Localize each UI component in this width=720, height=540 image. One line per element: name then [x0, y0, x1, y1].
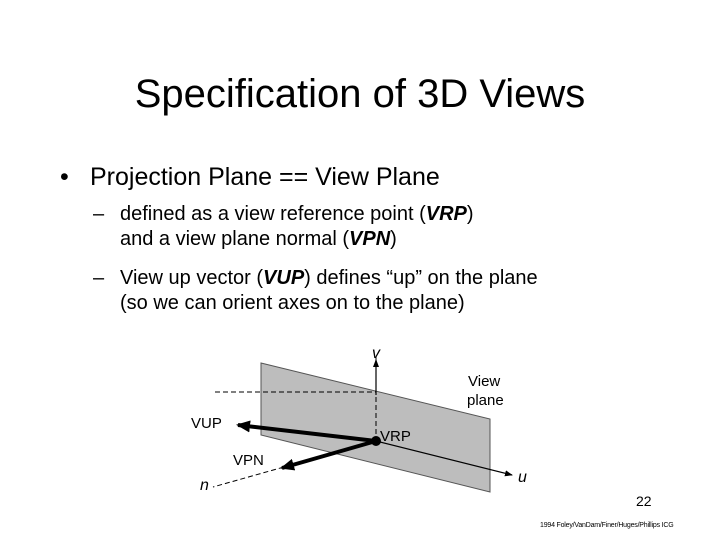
- vrp-point: [371, 436, 381, 446]
- u-axis-line: [375, 440, 513, 477]
- bullet-item: • Projection Plane == View Plane: [60, 160, 440, 194]
- label-plane: plane: [467, 392, 504, 409]
- sub1-line2: and a view plane normal (VPN): [93, 227, 474, 252]
- page-number: 22: [636, 493, 652, 509]
- label-vup: VUP: [191, 415, 222, 432]
- slide-title: Specification of 3D Views: [134, 72, 586, 116]
- sub1-line2-a: and a view plane normal (: [120, 228, 350, 250]
- sub1-text-b: ): [466, 203, 474, 225]
- credit-line: 1994 Foley/VanDam/Finer/Huges/Phillips I…: [540, 522, 674, 529]
- bullet-dot: •: [60, 163, 69, 191]
- sub-bullet-vup: –View up vector (VUP) defines “up” on th…: [93, 266, 538, 316]
- label-n: n: [200, 477, 209, 494]
- sub-bullet-dash: –: [93, 267, 105, 289]
- sub1-vpn-term: VPN: [349, 228, 391, 250]
- sub-bullet-dash: –: [93, 203, 105, 225]
- label-vpn: VPN: [233, 452, 264, 469]
- vup-vector: [236, 420, 377, 443]
- sub2-text-a: View up vector (: [120, 267, 264, 289]
- label-view: View: [468, 373, 500, 390]
- sub2-text-b: ) defines “up” on the plane: [304, 267, 538, 289]
- sub-bullet-vrp-vpn: –defined as a view reference point (VRP)…: [93, 202, 474, 252]
- sub2-vup-term: VUP: [263, 267, 305, 289]
- label-v: v: [372, 345, 381, 362]
- sub1-text-a: defined as a view reference point (: [120, 203, 426, 225]
- label-u: u: [518, 469, 527, 486]
- label-vrp: VRP: [380, 428, 411, 445]
- view-plane-shape: [260, 362, 491, 493]
- bullet-text: Projection Plane == View Plane: [90, 163, 440, 191]
- sub1-line2-b: ): [390, 228, 397, 250]
- vpn-vector: [280, 439, 377, 471]
- sub1-vrp-term: VRP: [425, 203, 467, 225]
- sub2-line2: (so we can orient axes on to the plane): [120, 292, 465, 314]
